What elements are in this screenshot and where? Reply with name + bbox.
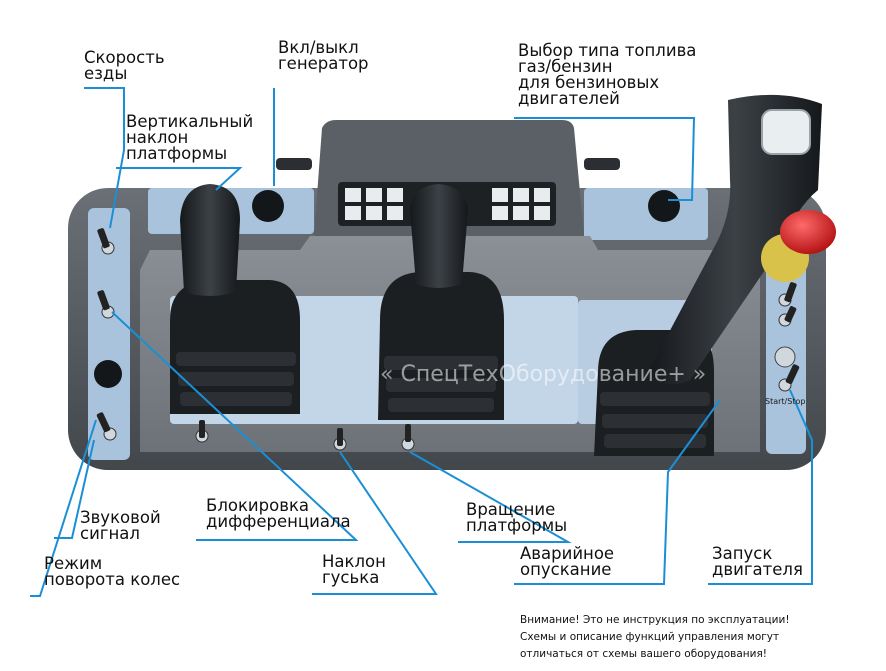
label-line: генератор: [278, 54, 369, 73]
disclaimer-line: Схемы и описание функций управления могу…: [520, 631, 780, 643]
label-line: газ/бензин: [518, 57, 613, 76]
label-line: гуська: [322, 568, 380, 587]
side-toggles: [96, 228, 800, 441]
label-line: наклон: [126, 128, 189, 147]
label-line: Наклон: [322, 552, 386, 571]
label-line: Вертикальный: [126, 112, 254, 131]
label-line: Блокировка: [206, 496, 310, 515]
label-line: двигателя: [712, 560, 803, 579]
label-line: Выбор типа топлива: [518, 41, 697, 60]
label-fuel: Выбор типа топлива газ/бензин для бензин…: [518, 41, 697, 108]
label-horn: Звуковой сигнал: [80, 508, 161, 543]
disclaimer-note: Внимание! Это не инструкция по эксплуата…: [520, 612, 790, 663]
watermark-text: « СпецТехОборудование+ »: [380, 362, 707, 387]
bottom-toggles: [195, 420, 415, 451]
label-generator: Вкл/выкл генератор: [278, 38, 369, 73]
indicator-lights: [345, 188, 550, 220]
label-line: поворота колес: [44, 570, 181, 589]
boom-joystick: [378, 184, 504, 420]
disclaimer-line: Внимание! Это не инструкция по эксплуата…: [520, 614, 790, 626]
label-jib: Наклон гуська: [322, 552, 386, 587]
rotary-switches: [94, 190, 796, 388]
label-line: Режим: [44, 554, 103, 573]
label-line: Звуковой: [80, 508, 161, 527]
emergency-stop-button: [761, 210, 836, 282]
label-line: платформы: [126, 144, 228, 163]
label-line: Вращение: [466, 500, 556, 519]
left-switch-strip: [88, 208, 130, 460]
label-steer: Режим поворота колес: [44, 554, 181, 589]
label-line: платформы: [466, 516, 568, 535]
label-line: Запуск: [712, 544, 773, 563]
label-tilt: Вертикальный наклон платформы: [126, 112, 254, 163]
label-rotate: Вращение платформы: [466, 500, 568, 535]
platform-lever: [594, 94, 822, 456]
start-stop-label: Start/Stop: [765, 397, 805, 406]
label-line: Скорость: [84, 48, 165, 67]
label-line: опускание: [520, 560, 612, 579]
label-line: езды: [84, 64, 128, 83]
label-start: Запуск двигателя: [712, 544, 803, 579]
leader-lines: [30, 87, 813, 597]
disclaimer-line: отличаться от схемы вашего оборудования!: [520, 648, 768, 660]
label-speed: Скорость езды: [84, 48, 165, 83]
top-right-strip: [584, 188, 708, 240]
label-diff: Блокировка дифференциала: [206, 496, 351, 531]
label-line: дифференциала: [206, 512, 351, 531]
right-switch-strip: [766, 232, 806, 454]
label-line: двигателей: [518, 89, 620, 108]
label-line: Вкл/выкл: [278, 38, 359, 57]
label-line: для бензиновых: [518, 73, 660, 92]
label-line: сигнал: [80, 524, 140, 543]
label-line: Аварийное: [520, 544, 615, 563]
label-emergency: Аварийное опускание: [520, 544, 615, 579]
